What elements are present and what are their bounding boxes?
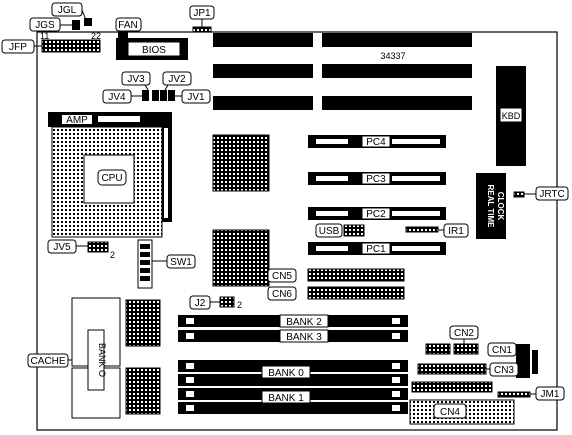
cn5-label: CN5	[272, 271, 292, 282]
simm-bank-2: BANK 2	[178, 314, 408, 328]
bank1-label: BANK 1	[268, 393, 304, 404]
cache-module: BANK O	[71, 297, 121, 419]
pci-slot-pc1: PC1	[308, 242, 446, 255]
cache-callout: CACHE	[27, 353, 72, 368]
pc4-label: PC4	[366, 137, 386, 148]
jfp-header: JFP 11 22	[1, 31, 101, 54]
jrtc-label: JRTC	[539, 189, 564, 200]
fan-label: FAN	[118, 20, 137, 31]
simm-bank-3: BANK 3	[178, 329, 408, 343]
isa-slots	[213, 33, 472, 110]
jv3-label: JV3	[127, 74, 145, 85]
jfp-pin-11: 11	[40, 31, 49, 41]
jv1-label: JV1	[187, 92, 205, 103]
bank2-label: BANK 2	[286, 317, 322, 328]
cache-label: CACHE	[30, 356, 65, 367]
cpu-label: CPU	[101, 173, 122, 184]
cn4-connector: CN4	[409, 381, 515, 425]
keyboard-connector: KBD	[496, 66, 526, 166]
rtc-label-line2: CLOCK	[496, 192, 505, 221]
bank0-label: BANK 0	[268, 368, 304, 379]
cn3-label: CN3	[494, 365, 514, 376]
jv5-jumper: JV5 2	[47, 239, 115, 260]
j2-jumper: J2 2	[189, 295, 242, 310]
sw1-label: SW1	[170, 257, 192, 268]
cn1-connector: CN1	[487, 342, 538, 378]
jv3-jumper: JV3	[121, 71, 151, 91]
pci-slot-pc3: PC3	[308, 172, 446, 185]
cache-chip-1	[125, 299, 161, 347]
bank3-label: BANK 3	[286, 332, 322, 343]
jm1-label: JM1	[541, 389, 560, 400]
j2-label: J2	[195, 298, 206, 309]
cn1-label: CN1	[492, 345, 512, 356]
usb-label: USB	[319, 226, 340, 237]
pc1-label: PC1	[366, 244, 386, 255]
sw1-dip-switch: SW1	[137, 239, 196, 289]
jgs-jumper: JGS	[29, 17, 80, 32]
jp1-jumper: JP1	[189, 5, 215, 33]
jv1-jumper: JV1	[174, 89, 211, 104]
pci-slot-pc4: PC4	[308, 135, 446, 148]
jrtc-jumper: JRTC	[513, 186, 569, 201]
jp1-label: JP1	[193, 8, 211, 19]
fan-connector: FAN	[115, 17, 142, 38]
jv2-jumper: JV2	[162, 71, 192, 91]
cn5-connector: CN5	[267, 268, 405, 283]
bank-o-label: BANK O	[97, 343, 107, 377]
jgs-label: JGS	[35, 20, 55, 31]
ir1-header: IR1	[405, 223, 469, 238]
jv2-label: JV2	[168, 74, 186, 85]
kbd-label: KBD	[502, 111, 521, 121]
chipset-chip-2	[212, 229, 270, 287]
real-time-clock-chip: REAL TIME CLOCK	[476, 173, 506, 239]
jv5-label: JV5	[53, 242, 71, 253]
jv4-jumper: JV4	[102, 89, 142, 104]
pc3-label: PC3	[366, 174, 386, 185]
cn4-label: CN4	[440, 407, 460, 418]
jv-jumper-pins	[142, 90, 175, 101]
bios-chip: BIOS	[116, 38, 188, 60]
cn3-connector: CN3	[417, 362, 519, 377]
cn6-label: CN6	[272, 289, 292, 300]
pci-slot-pc2: PC2	[308, 207, 446, 220]
cpu-socket: AMP CPU	[48, 112, 172, 238]
jgl-label: JGL	[58, 5, 77, 16]
simm-bank-0-modules: BANK 0	[178, 360, 408, 386]
amp-label: AMP	[66, 115, 88, 126]
jv4-label: JV4	[108, 92, 126, 103]
cn6-connector: CN6	[267, 286, 405, 301]
jfp-pin-22: 22	[91, 31, 101, 41]
pc2-label: PC2	[366, 209, 386, 220]
chipset-chip-1	[212, 134, 270, 192]
rtc-label-line1: REAL TIME	[486, 185, 495, 229]
board-model-number: 34337	[380, 51, 405, 61]
jfp-label: JFP	[9, 42, 27, 53]
jm1-jumper: JM1	[497, 386, 565, 401]
jgl-jumper: JGL	[51, 2, 92, 26]
simm-bank-1-modules: BANK 1	[178, 388, 408, 414]
cn2-connector: CN2	[425, 325, 479, 355]
cn2-label: CN2	[454, 328, 474, 339]
cache-chip-2	[125, 367, 161, 415]
j2-pin-2: 2	[237, 300, 242, 310]
ir1-label: IR1	[448, 226, 464, 237]
jv5-pin-2: 2	[110, 250, 115, 260]
bios-label: BIOS	[142, 45, 166, 56]
usb-header: USB	[315, 223, 365, 238]
